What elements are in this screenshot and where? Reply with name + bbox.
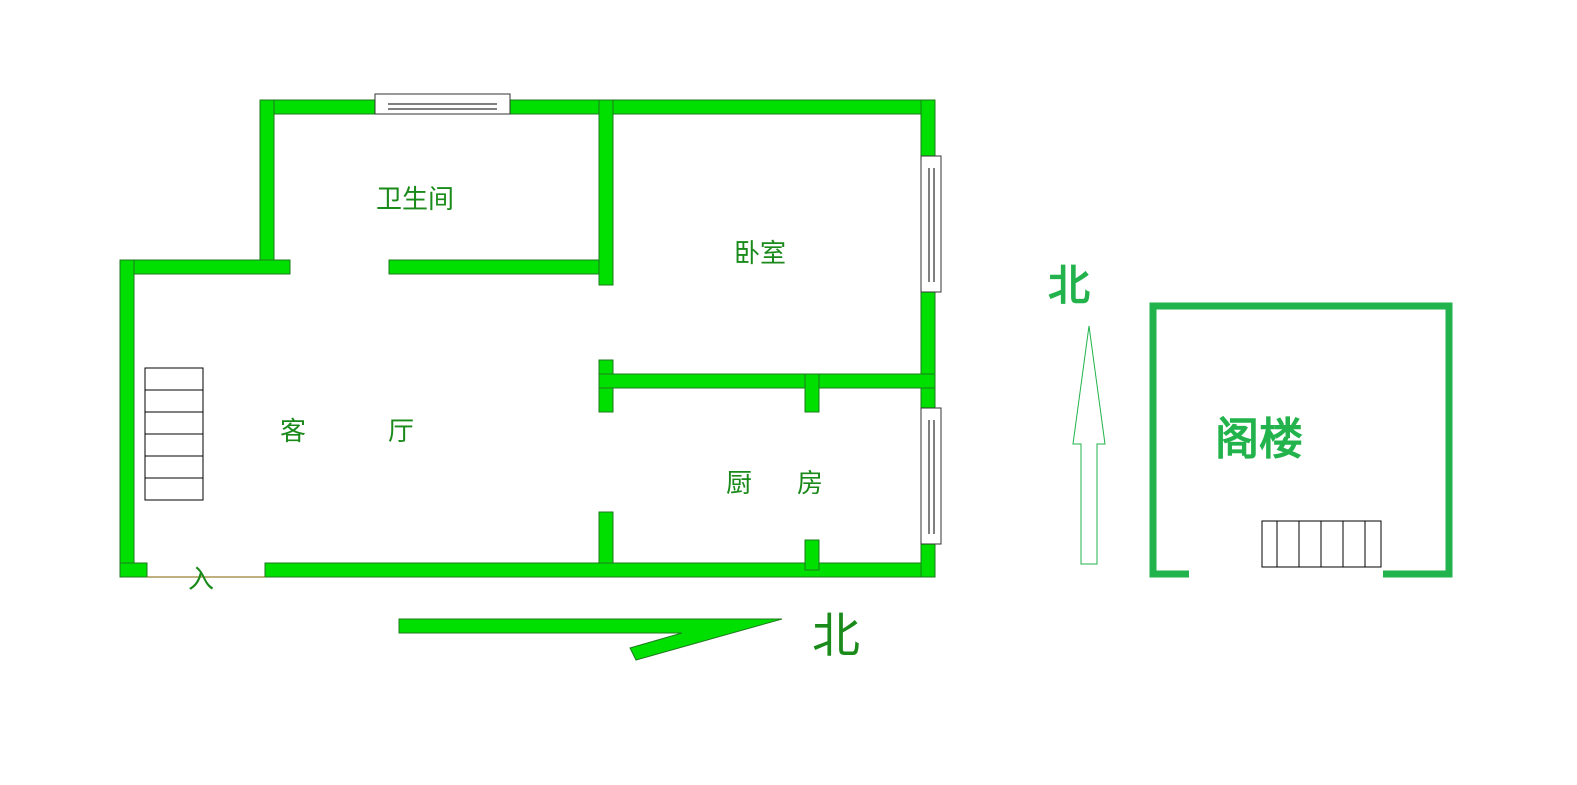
wall-bathroom-bottom [388,259,614,275]
main-floor-walls [119,99,936,578]
wall-center-lower [598,511,614,564]
label-bathroom: 卫生间 [376,185,454,215]
north-label-horizontal: 北 [812,608,860,664]
wall-living-top-left [119,259,291,275]
wall-kitchen-stub-top [804,373,820,413]
stairs-main [144,367,204,501]
north-label-vertical: 北 [1048,261,1090,310]
attic-plan: 阁楼 [1149,302,1453,578]
wall-center-upper [598,99,614,286]
label-kitchen-left: 厨 [726,469,752,499]
wall-bottom-right [264,562,936,578]
wall-kitchen-stub-bottom [804,539,820,571]
label-living-left: 客 [280,417,306,447]
north-arrow-shape [398,618,783,661]
wall-bathroom-left [259,99,275,275]
stairs-attic [1261,520,1382,568]
wall-top [259,99,936,115]
wall-kitchen-top [598,373,936,389]
wall-bottom-left [119,562,148,578]
north-arrow-horizontal: 北 [398,608,860,664]
north-arrow-vertical: 北 [1048,261,1106,565]
windows [374,93,942,545]
label-bedroom: 卧室 [734,239,786,269]
attic-walls [1149,302,1453,578]
window-kitchen [920,407,942,545]
label-kitchen-right: 房 [797,469,823,499]
label-living-right: 厅 [388,417,414,447]
label-entrance: 入 [188,565,214,595]
attic-label: 阁楼 [1215,414,1303,465]
north-arrow-vertical-shape [1072,325,1106,565]
wall-left [119,259,135,578]
window-bedroom [920,155,942,293]
